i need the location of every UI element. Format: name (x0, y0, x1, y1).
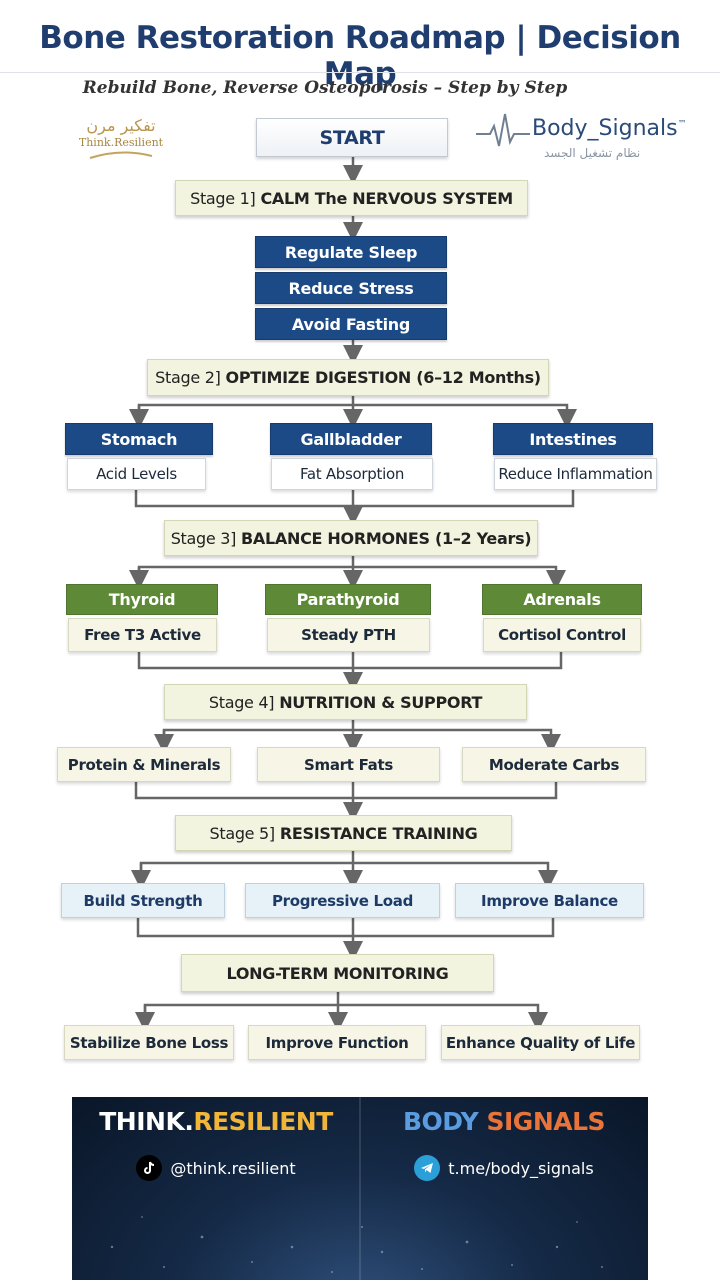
title-divider (0, 72, 720, 73)
telegram-icon (414, 1155, 441, 1181)
stage-4-box: Stage 4]NUTRITION & SUPPORT (164, 684, 527, 720)
stage-2-box: Stage 2]OPTIMIZE DIGESTION (6–12 Months) (147, 359, 549, 396)
stage-3-branch-thyroid: Thyroid (66, 584, 218, 615)
monitoring-title: LONG-TERM MONITORING (226, 963, 449, 983)
stage-5-title: RESISTANCE TRAINING (279, 823, 478, 843)
stage-5-box: Stage 5]RESISTANCE TRAINING (175, 815, 512, 851)
page-title: Bone Restoration Roadmap | Decision Map (39, 20, 681, 92)
stage-3-detail-cortisol: Cortisol Control (483, 618, 641, 652)
footer-brand-think: THINK.RESILIENT (99, 1107, 333, 1136)
stage-3-branch-parathyroid: Parathyroid (265, 584, 431, 615)
footer-banner: THINK.RESILIENT @think.resilient BODY SI… (72, 1097, 648, 1280)
stage-2-prefix: Stage 2] (155, 368, 221, 387)
stage-3-prefix: Stage 3] (170, 528, 237, 548)
stage-5-item-strength: Build Strength (61, 883, 225, 918)
monitoring-item-function: Improve Function (248, 1025, 426, 1060)
telegram-link[interactable]: t.me/body_signals (360, 1155, 648, 1181)
tiktok-link[interactable]: @think.resilient (72, 1155, 360, 1181)
stage-5-item-balance: Improve Balance (455, 883, 644, 918)
think-resilient-logo: تفكير مرن Think.Resilient (76, 116, 166, 160)
flow-connectors (129, 157, 577, 1032)
start-node: START (256, 118, 448, 157)
footer-divider (359, 1097, 361, 1280)
stage-5-item-load: Progressive Load (245, 883, 440, 918)
stage-2-title: OPTIMIZE DIGESTION (6–12 Months) (225, 368, 542, 387)
stage-3-title: BALANCE HORMONES (1–2 Years) (241, 528, 532, 548)
monitoring-item-bone-loss: Stabilize Bone Loss (64, 1025, 234, 1060)
starfield-decoration (110, 1216, 603, 1273)
stage-4-prefix: Stage 4] (208, 692, 275, 712)
stage-3-detail-t3: Free T3 Active (68, 618, 217, 652)
stage-2-detail-acid: Acid Levels (67, 458, 206, 490)
monitoring-item-quality: Enhance Quality of Life (441, 1025, 640, 1060)
footer-body-signals: BODY SIGNALS t.me/body_signals (360, 1097, 648, 1280)
stage-4-item-fats: Smart Fats (257, 747, 440, 782)
stage-2-detail-fat: Fat Absorption (271, 458, 433, 490)
stage-1-prefix: Stage 1] (190, 188, 256, 208)
stage-1-title: CALM The NERVOUS SYSTEM (260, 188, 513, 208)
stage-3-branch-adrenals: Adrenals (482, 584, 642, 615)
telegram-handle: t.me/body_signals (448, 1158, 594, 1178)
stage-1-step-stress: Reduce Stress (255, 272, 447, 304)
stage-4-item-protein: Protein & Minerals (57, 747, 231, 782)
stage-2-detail-inflammation: Reduce Inflammation (494, 458, 657, 490)
stage-5-prefix: Stage 5] (209, 823, 275, 843)
stage-2-branch-stomach: Stomach (65, 423, 213, 455)
tiktok-icon (136, 1155, 163, 1181)
stage-1-box: Stage 1]CALM The NERVOUS SYSTEM (175, 180, 528, 216)
tiktok-handle: @think.resilient (170, 1158, 296, 1178)
monitoring-box: LONG-TERM MONITORING (181, 954, 494, 992)
stage-3-detail-pth: Steady PTH (267, 618, 430, 652)
logo-arabic-text: تفكير مرن (86, 116, 156, 135)
stage-3-box: Stage 3]BALANCE HORMONES (1–2 Years) (164, 520, 538, 556)
pulse-wave-icon (476, 113, 530, 147)
stage-2-branch-gallbladder: Gallbladder (270, 423, 432, 455)
stage-1-step-fasting: Avoid Fasting (255, 308, 447, 340)
page-subtitle: Rebuild Bone, Reverse Osteoporosis – Ste… (82, 78, 568, 98)
logo-swoosh-icon (89, 151, 153, 159)
logo-english-text: Think.Resilient (78, 136, 164, 149)
logo-name: Body_Signals™ (532, 116, 687, 141)
stage-4-title: NUTRITION & SUPPORT (279, 692, 483, 712)
stage-1-step-sleep: Regulate Sleep (255, 236, 447, 268)
logo-arabic-tagline: نظام تشغيل الجسد (544, 146, 641, 160)
footer-brand-body-signals: BODY SIGNALS (402, 1107, 606, 1136)
stage-4-item-carbs: Moderate Carbs (462, 747, 646, 782)
stage-2-branch-intestines: Intestines (493, 423, 653, 455)
footer-think-resilient: THINK.RESILIENT @think.resilient (72, 1097, 360, 1280)
